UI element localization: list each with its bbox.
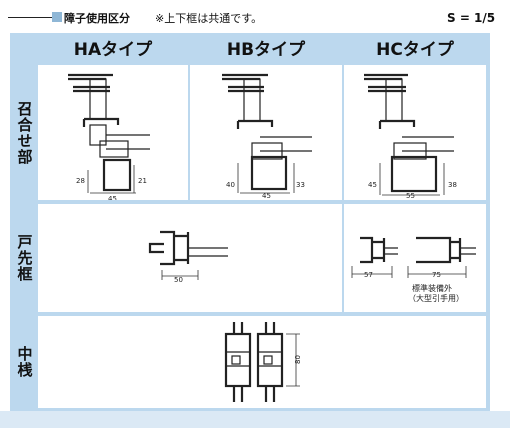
- svg-text:80: 80: [294, 355, 302, 364]
- cell-ha-hb-door-stile: 50: [38, 204, 342, 312]
- cell-ha-meeting: 28 21 45: [38, 65, 188, 200]
- hb-meeting-profile-drawing: 40 33 45: [222, 73, 312, 200]
- row-header-meeting-rail: 召合せ部: [15, 100, 34, 165]
- column-header-hc: HCタイプ: [376, 40, 454, 60]
- svg-text:45: 45: [262, 192, 271, 200]
- column-header-ha: HAタイプ: [73, 40, 153, 60]
- svg-text:40: 40: [226, 181, 235, 189]
- svg-text:57: 57: [364, 271, 373, 279]
- column-header-hb: HBタイプ: [226, 40, 306, 60]
- svg-text:55: 55: [406, 192, 415, 200]
- scale-label: S = 1/5: [447, 11, 496, 25]
- svg-text:33: 33: [296, 181, 305, 189]
- svg-text:21: 21: [138, 177, 147, 185]
- hc-stile-profile-drawing: 57 75: [351, 236, 476, 279]
- row-header-middle-rail: 中桟: [15, 346, 34, 378]
- svg-text:50: 50: [174, 276, 183, 284]
- middle-rail-profile-drawing: 80: [224, 322, 302, 402]
- row-header-door-stile: 戸先框: [15, 234, 34, 282]
- header-rule: [8, 17, 56, 18]
- hc-meeting-profile-drawing: 45 38 55: [364, 73, 457, 200]
- header-square-marker: [52, 12, 62, 22]
- section-title: 障子使用区分: [64, 12, 130, 25]
- hc-stile-note-line1: 標準装備外: [412, 284, 452, 293]
- cell-hc-door-stile: 57 75 標準装備外 （大型引手用）: [344, 204, 486, 312]
- svg-text:38: 38: [448, 181, 457, 189]
- svg-text:45: 45: [108, 195, 117, 200]
- profile-table: HAタイプ HBタイプ HCタイプ 召合せ部 戸先框 中桟 28 21 45: [10, 33, 490, 411]
- svg-text:75: 75: [432, 271, 441, 279]
- hc-stile-note-line2: （大型引手用）: [408, 294, 464, 303]
- ha-hb-stile-profile-drawing: 50: [148, 230, 228, 284]
- cell-hc-meeting: 45 38 55: [344, 65, 486, 200]
- svg-text:45: 45: [368, 181, 377, 189]
- section-note: ※上下框は共通です。: [155, 12, 263, 25]
- cell-middle-rail: 80: [38, 316, 486, 408]
- svg-text:28: 28: [76, 177, 85, 185]
- bottom-band: [0, 411, 510, 428]
- ha-meeting-profile-drawing: 28 21 45: [68, 73, 150, 200]
- cell-hb-meeting: 40 33 45: [190, 65, 342, 200]
